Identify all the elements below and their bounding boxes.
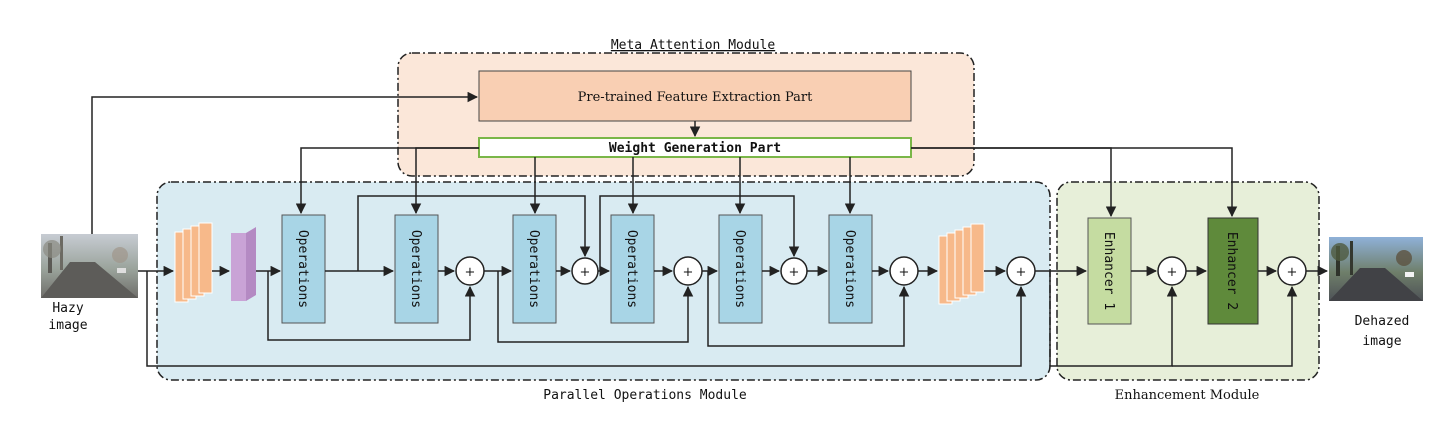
operations-label-3: Operations [526, 230, 541, 308]
meta-attention-module-title: Meta Attention Module [611, 38, 776, 53]
enhancer-2-label: Enhancer 2 [1224, 232, 1239, 310]
plus-sign-4: + [789, 265, 800, 280]
plus-sign-5: + [899, 265, 910, 280]
plus-sign-7: + [1167, 265, 1178, 280]
feature-conv-purple-block [231, 227, 256, 301]
feature-conv-stack-1 [174, 222, 213, 303]
operations-label-6: Operations [842, 230, 857, 308]
plus-node-6: + [1006, 256, 1036, 286]
operations-block-3: Operations [512, 214, 557, 324]
plus-node-2: + [571, 257, 599, 285]
operations-block-5: Operations [718, 214, 763, 324]
plus-node-8: + [1277, 256, 1307, 286]
dehazed-label-line2: image [1362, 334, 1401, 349]
operations-block-1: Operations [281, 214, 326, 324]
enhancement-module-title: Enhancement Module [1115, 388, 1260, 403]
hazy-input-image [41, 234, 138, 298]
enhancer-1-block: Enhancer 1 [1087, 217, 1132, 325]
plus-sign-6: + [1016, 265, 1027, 280]
operations-label-5: Operations [732, 230, 747, 308]
operations-label-1: Operations [295, 230, 310, 308]
pretrained-feature-extraction-label: Pre-trained Feature Extraction Part [578, 90, 813, 105]
plus-sign-1: + [465, 265, 476, 280]
plus-node-3: + [673, 256, 703, 286]
hazy-label-line2: image [48, 318, 87, 333]
operations-block-4: Operations [610, 214, 655, 324]
feature-conv-stack-2 [938, 223, 985, 305]
plus-node-1: + [455, 256, 485, 286]
weight-generation-label: Weight Generation Part [609, 141, 781, 156]
dehazed-label-line1: Dehazed [1355, 314, 1410, 329]
connection-lines [91, 91, 1329, 367]
plus-sign-2: + [580, 265, 591, 280]
operations-block-6: Operations [828, 214, 873, 324]
plus-sign-3: + [683, 265, 694, 280]
operations-block-2: Operations [394, 214, 439, 324]
plus-node-7: + [1157, 256, 1187, 286]
hazy-label-line1: Hazy [52, 301, 83, 316]
plus-sign-8: + [1287, 265, 1298, 280]
enhancer-2-block: Enhancer 2 [1207, 217, 1259, 325]
parallel-operations-module-title: Parallel Operations Module [543, 388, 747, 403]
enhancer-1-label: Enhancer 1 [1101, 232, 1116, 310]
dehazed-output-image [1329, 237, 1423, 301]
plus-node-5: + [889, 256, 919, 286]
plus-node-4: + [780, 257, 808, 285]
operations-label-2: Operations [408, 230, 423, 308]
operations-label-4: Operations [624, 230, 639, 308]
